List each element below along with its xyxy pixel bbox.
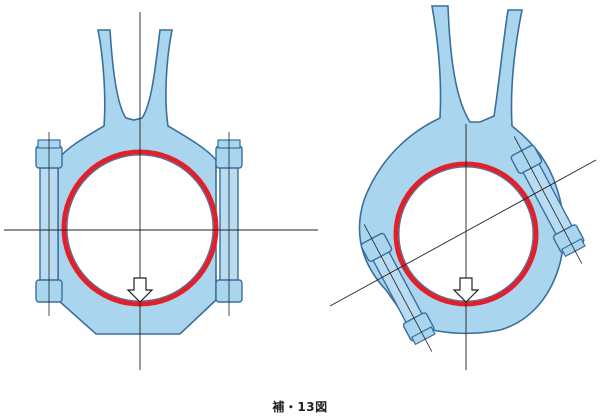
left-bolt-right xyxy=(215,132,243,316)
right-bolt-upper xyxy=(510,136,586,264)
right-connecting-rod xyxy=(329,5,597,370)
right-bolt-lower xyxy=(360,224,436,352)
left-connecting-rod xyxy=(4,12,318,370)
left-load-arrow xyxy=(126,277,154,303)
figure-caption: 補・13図 xyxy=(272,400,328,414)
left-bolt-left xyxy=(35,132,63,316)
right-load-arrow xyxy=(452,277,480,303)
right-oblique-centerline xyxy=(329,159,597,307)
